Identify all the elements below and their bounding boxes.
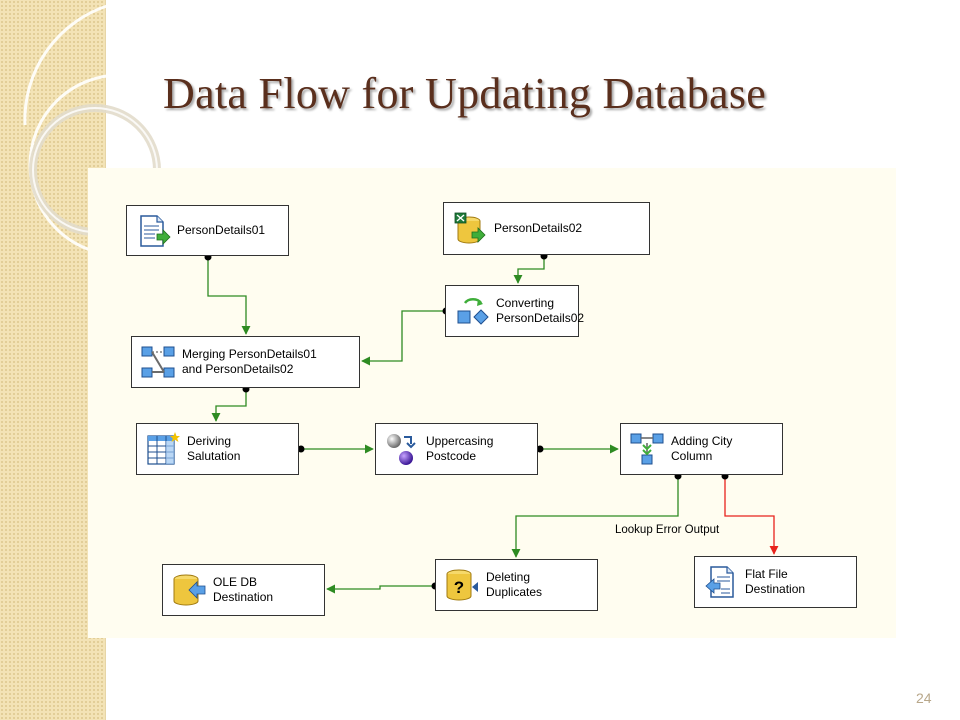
slide-number: 24 (916, 690, 932, 706)
task-label: Adding City Column (671, 434, 733, 463)
edge-adding-city-to-flat-file-error[interactable] (721, 472, 779, 555)
task-uppercasing-postcode[interactable]: Uppercasing Postcode (375, 423, 538, 475)
flat-file-destination-icon (705, 566, 734, 598)
task-label: Deleting Duplicates (486, 570, 543, 599)
task-deleting-duplicates[interactable]: ? Deleting Duplicates (435, 559, 598, 611)
task-label: Converting PersonDetails02 (496, 296, 585, 325)
character-map-icon (387, 434, 416, 465)
task-converting-person-details-02[interactable]: Converting PersonDetails02 (445, 285, 584, 337)
task-label: Uppercasing Postcode (426, 434, 494, 463)
task-flat-file-destination[interactable]: Flat File Destination (694, 556, 857, 608)
task-deriving-salutation[interactable]: Deriving Salutation (136, 423, 299, 475)
lookup-error-output-label: Lookup Error Output (615, 524, 720, 536)
task-label: Deriving Salutation (187, 434, 241, 463)
task-merging-person-details[interactable]: Merging PersonDetails01 and PersonDetail… (131, 336, 360, 388)
data-conversion-icon (457, 297, 489, 325)
edge-merging-to-deriving[interactable] (211, 385, 250, 422)
ole-db-destination-icon (173, 574, 206, 606)
task-person-details-01[interactable]: PersonDetails01 (126, 205, 289, 256)
svg-text:?: ? (454, 578, 464, 597)
edge-person-details-02-to-converting[interactable] (513, 252, 548, 284)
edge-deriving-to-uppercasing[interactable] (297, 444, 374, 454)
task-label: OLE DB Destination (213, 575, 274, 604)
edge-converting-to-merging[interactable] (361, 307, 450, 366)
task-label: PersonDetails01 (177, 223, 266, 237)
task-person-details-02[interactable]: PersonDetails02 (443, 202, 650, 255)
ole-db-command-icon: ? (446, 569, 478, 601)
task-label: Merging PersonDetails01 and PersonDetail… (182, 347, 317, 376)
edge-uppercasing-to-adding-city[interactable] (536, 444, 619, 454)
slide-title: Data Flow for Updating Database (163, 69, 767, 118)
edge-person-details-01-to-merging[interactable] (204, 253, 251, 335)
task-label: Flat File Destination (745, 567, 806, 596)
task-adding-city-column[interactable]: Adding City Column (620, 423, 783, 475)
data-flow-canvas: PersonDetails01 PersonDetails02 Converti… (88, 168, 896, 638)
edge-deleting-to-oledb-destination[interactable] (326, 582, 439, 594)
derived-column-icon (147, 432, 180, 465)
task-label: PersonDetails02 (494, 221, 583, 235)
merge-icon (141, 346, 175, 378)
edge-adding-city-to-deleting[interactable] (511, 472, 682, 558)
lookup-icon (630, 433, 664, 465)
flat-file-source-icon (140, 214, 171, 247)
excel-source-icon (454, 212, 486, 243)
task-oledb-destination[interactable]: OLE DB Destination (162, 564, 325, 616)
